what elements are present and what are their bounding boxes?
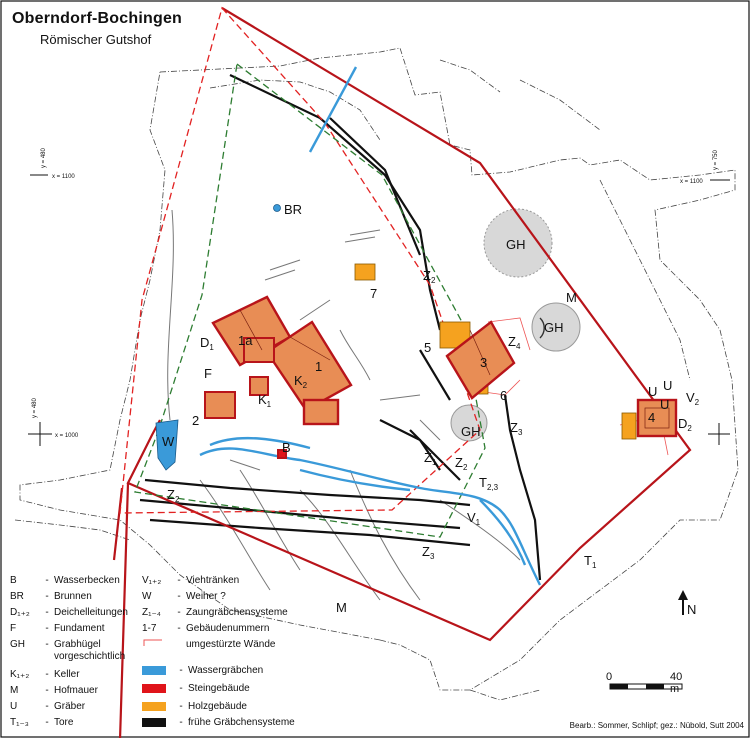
label-w: W	[162, 434, 175, 449]
label-u-1: U	[648, 384, 657, 399]
grid-right-x: x = 1100	[680, 179, 703, 185]
label-gh-3: GH	[461, 424, 481, 439]
red-dashed-enclosure	[119, 6, 481, 514]
legend-item-fallen-walls: umgestürzte Wände	[142, 636, 276, 652]
legend-item-gh-sub: vorgeschichtlich	[54, 650, 126, 662]
interior-walls	[239, 309, 670, 429]
legend-swatch-early: -frühe Gräbchensysteme	[142, 714, 295, 730]
label-t23: T2,3	[479, 475, 499, 492]
courtyard-wall	[118, 7, 692, 738]
wall-west	[112, 487, 124, 561]
legend-item-u: U-Gräber	[10, 700, 86, 712]
legend-item-k: K₁₊₂-Keller	[10, 668, 80, 680]
north-arrow: N	[678, 590, 696, 617]
background-features	[167, 209, 521, 601]
legend-item-f: F-Fundament	[10, 622, 105, 634]
north-label: N	[687, 602, 696, 617]
pond-shape	[155, 419, 179, 471]
legend-swatch-water: -Wassergräbchen	[142, 662, 263, 678]
excavation-boundary	[14, 47, 739, 701]
legend-item-t: T₁₋₃-Tore	[10, 716, 74, 728]
label-z2-c: Z2	[167, 487, 180, 504]
well-marker	[273, 204, 281, 212]
label-z3-b: Z3	[422, 544, 435, 561]
label-gh-1: GH	[506, 237, 526, 252]
green-dashed-enclosure	[134, 62, 486, 538]
label-building-2: 2	[192, 413, 199, 428]
label-t1: T1	[584, 553, 597, 570]
scale-bar-graphic	[609, 683, 683, 690]
label-z3-a: Z3	[510, 420, 523, 437]
label-building-6: 6	[500, 388, 507, 403]
legend-item-m: M-Hofmauer	[10, 684, 98, 696]
label-z2-b: Z2	[455, 455, 468, 472]
legend-swatch-stone: -Steingebäude	[142, 680, 250, 696]
grid-left2-y: y = 480	[32, 397, 38, 418]
scale-end: 40 m	[670, 671, 683, 695]
label-z2-a: Z2	[423, 268, 436, 285]
legend-swatch-wood: -Holzgebäude	[142, 698, 247, 714]
grave-mounds	[450, 208, 581, 442]
credit-line: Bearb.: Sommer, Schlipf; gez.: Nübold, S…	[569, 721, 744, 730]
map-title: Oberndorf-Bochingen	[12, 10, 183, 27]
fallen-wall-symbol	[143, 639, 162, 646]
scale-bar: 0 40 m	[606, 671, 686, 704]
label-building-3: 3	[480, 355, 487, 370]
legend-item-d: D₁₊₂-Deichelleitungen	[10, 606, 128, 618]
grid-left-x: x = 1100	[52, 174, 75, 180]
grid-crosses	[28, 174, 730, 446]
label-hofmauer-1: M	[566, 290, 577, 305]
water-ditches	[199, 66, 542, 586]
label-v1: V1	[467, 510, 481, 527]
label-z1: Z1	[424, 450, 437, 467]
label-building-1: 1	[315, 359, 322, 374]
label-brunnen: BR	[284, 202, 302, 217]
legend-item-w: W-Weiher ?	[142, 590, 226, 602]
label-d2: D2	[678, 416, 692, 433]
legend-item-numbers: 1-7-Gebäudenummern	[142, 622, 270, 634]
label-d1: D1	[200, 335, 214, 352]
grid-right-y: y = 750	[713, 149, 719, 170]
label-k2: K2	[294, 373, 308, 390]
scale-start: 0	[606, 671, 613, 683]
legend-item-gh: GH-Grabhügel	[10, 638, 101, 650]
stone-buildings-small	[204, 337, 287, 459]
label-k1: K1	[258, 392, 272, 409]
label-z4: Z4	[508, 334, 521, 351]
label-building-1a: 1a	[238, 333, 253, 348]
label-b: B	[282, 440, 291, 455]
grid-left2-x: x = 1000	[55, 433, 79, 439]
label-building-5: 5	[424, 340, 431, 355]
legend-item-z: Z₁₋₄-Zaungräbchensysteme	[142, 606, 288, 618]
legend-item-b: B-Wasserbecken	[10, 574, 120, 586]
label-building-7: 7	[370, 286, 377, 301]
early-ditch-systems	[139, 74, 542, 581]
label-hofmauer-2: M	[336, 600, 347, 615]
legend-item-v: V₁₊₂-Viehtränken	[142, 574, 240, 586]
label-gh-2: GH	[544, 320, 564, 335]
label-v2: V2	[686, 390, 700, 407]
label-u-2: U	[663, 378, 672, 393]
label-building-4: 4	[648, 410, 655, 425]
legend-item-br: BR-Brunnen	[10, 590, 92, 602]
label-f: F	[204, 366, 212, 381]
label-u-3: U	[660, 397, 669, 412]
grid-left-y: y = 480	[41, 147, 47, 168]
map-subtitle: Römischer Gutshof	[40, 32, 152, 47]
stone-buildings	[211, 295, 678, 438]
